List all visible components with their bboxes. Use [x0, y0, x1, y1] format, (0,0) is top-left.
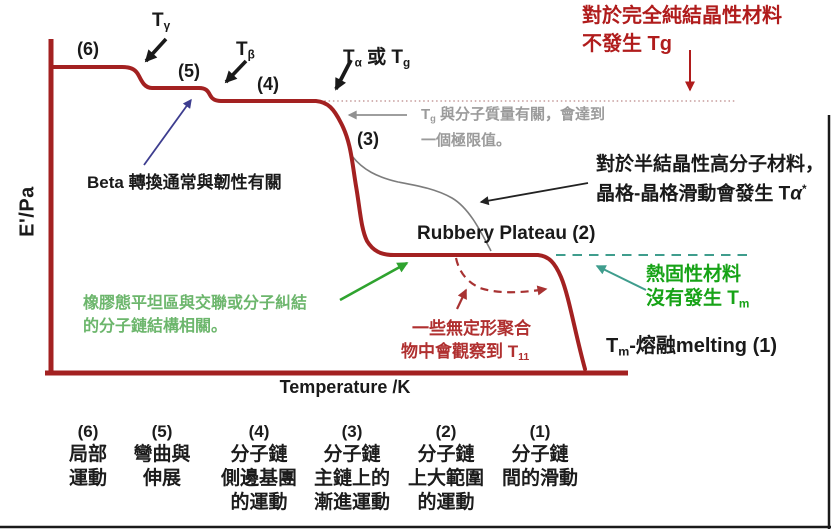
legend-1-line2: 間的滑動 — [501, 468, 578, 489]
alpha-symbol: α — [790, 183, 803, 205]
t-beta-subscript: β — [247, 48, 255, 62]
legend-col-4: (4) 分子鏈 側邊基團 的運動 — [204, 421, 314, 515]
note-thermoset-line1: 熱固性材料 — [646, 264, 742, 285]
tm-subscript: m — [738, 297, 750, 311]
legend-2-number: (2) — [435, 422, 457, 441]
legend-4-number: (4) — [248, 422, 270, 441]
legend-4-line3: 的運動 — [230, 492, 288, 513]
semi-crystalline-branch-curve — [351, 155, 492, 252]
alpha-star-superscript: * — [802, 183, 807, 196]
t-beta-arrow — [224, 59, 248, 84]
beta-toughness-arrow — [143, 98, 192, 166]
note-t11-line1: 一些無定形聚合 — [412, 319, 531, 338]
thermoset-arrow — [595, 265, 647, 291]
note-tg-mass: Tg 與分子質量有關，會達到 一個極限值。 — [421, 104, 605, 152]
legend-4-line1: 分子鏈 — [230, 444, 288, 465]
legend-4-line2: 側邊基團 — [220, 468, 297, 489]
tm-melting-label: Tm-熔融melting (1) — [606, 329, 777, 358]
note-pure-crystal: 對於完全純結晶性材料 不發生 Tg — [582, 2, 782, 58]
tg-symbol: T — [421, 106, 431, 123]
note-thermoset: 熱固性材料 沒有發生 Tm — [646, 263, 749, 316]
note-pure-crystal-line1: 對於完全純結晶性材料 — [582, 5, 782, 27]
tm-melting-text: -熔融melting (1) — [629, 335, 778, 357]
legend-2-line3: 的運動 — [417, 492, 475, 513]
legend-3-line2: 主鏈上的 — [313, 468, 390, 489]
t-alpha-subscript: α — [354, 56, 362, 70]
tg-subscript-small: g — [430, 113, 436, 124]
t11-dashed-curve — [454, 257, 548, 296]
tg-subscript: g — [403, 56, 411, 70]
lattice-slip-text: 晶格-晶格滑動會發生 T — [596, 183, 791, 205]
t-alpha-or-tg-label: Tα 或 Tg — [343, 42, 410, 69]
or-tg-text: 或 T — [361, 47, 404, 68]
legend-6-line1: 局部 — [68, 444, 107, 465]
note-rubbery-crosslink: 橡膠態平坦區與交聯或分子糾結 的分子鏈結構相關。 — [83, 292, 307, 338]
legend-5-number: (5) — [151, 422, 173, 441]
note-tg-mass-line1: Tg 與分子質量有關，會達到 — [421, 104, 605, 130]
legend-1-line1: 分子鏈 — [511, 444, 569, 465]
note-beta-toughness: Beta 轉換通常與韌性有關 — [87, 173, 282, 192]
note-semi-crystal-line2: 晶格-晶格滑動會發生 Tα* — [596, 177, 824, 206]
region-label-3: (3) — [357, 129, 379, 149]
t11-subscript: 11 — [518, 350, 530, 363]
note-t11-line2: 物中會觀察到 T11 — [401, 337, 529, 363]
legend-3-line3: 漸進運動 — [313, 492, 390, 513]
legend-2-line2: 上大範圍 — [407, 468, 484, 489]
semi-crystalline-arrow — [479, 182, 589, 206]
y-axis-label: E'/Pa — [16, 186, 39, 237]
legend-2-line1: 分子鏈 — [417, 444, 475, 465]
legend-col-2: (2) 分子鏈 上大範圍 的運動 — [391, 421, 501, 515]
region-label-6: (6) — [77, 39, 99, 59]
note-rubbery-crosslink-line2: 的分子鏈結構相關。 — [83, 318, 228, 335]
t-beta-label: Tβ — [236, 39, 255, 61]
tm-symbol: T — [606, 335, 619, 357]
x-axis-label: Temperature /K — [279, 377, 411, 397]
tg-mass-text: 與分子質量有關，會達到 — [435, 106, 606, 123]
t-beta-symbol: T — [236, 39, 248, 60]
region-label-4: (4) — [257, 74, 279, 94]
t-gamma-symbol: T — [152, 10, 164, 31]
legend-5-line1: 彎曲與 — [133, 444, 191, 465]
rubbery-note-arrow — [339, 261, 409, 302]
t-gamma-label: Tγ — [152, 10, 170, 32]
legend-1-number: (1) — [529, 422, 551, 441]
legend-col-5: (5) 彎曲與 伸展 — [107, 421, 217, 491]
storage-modulus-curve — [51, 65, 587, 371]
note-tg-mass-line2: 一個極限值。 — [421, 131, 512, 149]
note-semi-crystal: 對於半結晶性高分子材料， 晶格-晶格滑動會發生 Tα* — [596, 152, 824, 206]
t11-text: 物中會觀察到 T — [401, 342, 519, 361]
t11-note-arrow — [456, 288, 467, 310]
legend-col-6: (6) 局部 運動 — [33, 421, 143, 491]
note-thermoset-line2: 沒有發生 Tm — [646, 287, 749, 316]
t-alpha-symbol: T — [343, 47, 355, 68]
legend-3-number: (3) — [341, 422, 363, 441]
t-gamma-subscript: γ — [163, 19, 171, 33]
t-gamma-arrow — [144, 37, 168, 63]
note-semi-crystal-line1: 對於半結晶性高分子材料， — [596, 154, 825, 175]
no-tm-text: 沒有發生 T — [646, 288, 739, 309]
legend-6-number: (6) — [77, 422, 99, 441]
legend-3-line1: 分子鏈 — [323, 444, 381, 465]
legend-col-3: (3) 分子鏈 主鏈上的 漸進運動 — [297, 421, 407, 515]
rubbery-plateau-label: Rubbery Plateau (2) — [417, 223, 596, 244]
tm-melting-subscript: m — [618, 344, 630, 359]
legend-5-line2: 伸展 — [142, 468, 181, 489]
legend-6-line2: 運動 — [68, 468, 107, 489]
legend-col-1: (1) 分子鏈 間的滑動 — [485, 421, 595, 491]
note-pure-crystal-line2: 不發生 Tg — [582, 33, 672, 55]
t-alpha-arrow — [334, 59, 353, 91]
region-label-5: (5) — [178, 61, 200, 81]
note-rubbery-crosslink-line1: 橡膠態平坦區與交聯或分子糾結 — [83, 295, 308, 312]
